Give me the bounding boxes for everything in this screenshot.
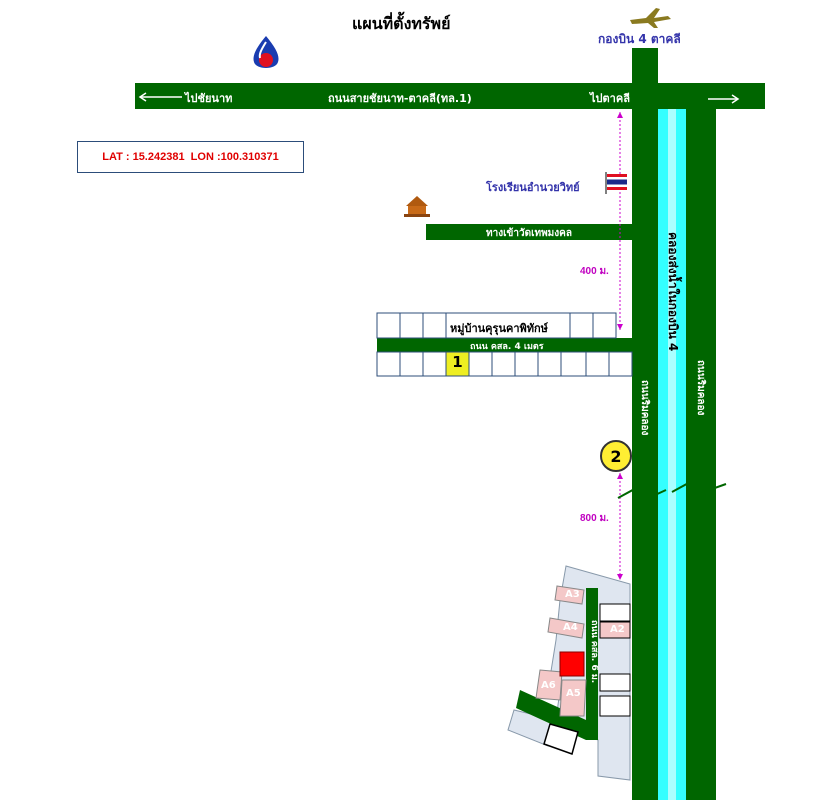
subject-road-label: ถนน คสล. 6 ม. [589,620,599,684]
coordinates-box: LAT : 15.242381 LON :100.310371 [77,141,304,173]
distance-arrow-800 [617,473,623,580]
left-direction-label: ไปชัยนาท [185,92,233,105]
subject-plot [559,651,585,677]
main-road-label: ถนนสายชัยนาท-ตาคลี(ทล.1) [328,92,472,105]
temple-road-label: ทางเข้าวัดเทพมงคล [486,228,572,239]
canal-label: คลองส่งน้ำในกองบิน 4 [666,232,680,352]
plot-marker-1 [445,351,470,377]
school-label: โรงเรียนอำนวยวิทย์ [486,181,580,194]
canal-road-left [632,48,658,800]
main-road [135,83,765,109]
temple-icon [404,196,430,217]
right-arrow-icon [708,94,740,104]
distance-800-label: 800 ม. [580,513,609,524]
right-direction-label: ไปตาคลี [590,92,630,105]
marker-1: 1 [452,353,463,371]
subject-area [507,565,631,781]
gas-station-logo-icon [253,36,279,68]
distance-arrow-400 [617,112,623,330]
village-road [377,338,632,352]
marker-2-label: 2 [610,446,622,466]
plot-label-a3: A3 [565,589,580,600]
plot-label-a2: A2 [610,624,625,635]
canal-road-right [686,108,716,800]
canal-road-right-label: ถนนริมคลอง [695,360,706,416]
map-title: แผนที่ตั้งทรัพย์ [352,14,451,33]
coordinates-text: LAT : 15.242381 LON :100.310371 [102,151,279,163]
plot-label-a4: A4 [563,622,578,633]
airplane-icon [630,8,671,28]
canal-road-left-label: ถนนริมคลอง [639,380,650,436]
left-arrow-icon [138,92,182,102]
airbase-label: กองบิน 4 ตาคลี [598,32,681,46]
temple-road [426,224,632,240]
distance-400-label: 400 ม. [580,266,609,277]
plot-label-a6: A6 [541,680,556,691]
thai-flag-icon [605,172,627,194]
village-label: หมู่บ้านคุรุนคาพิทักษ์ [450,322,548,335]
plot-label-a5: A5 [566,688,581,699]
village-road-label: ถนน คสล. 4 เมตร [470,342,544,352]
road-break-right [671,478,727,496]
marker-2: 2 [600,440,632,472]
